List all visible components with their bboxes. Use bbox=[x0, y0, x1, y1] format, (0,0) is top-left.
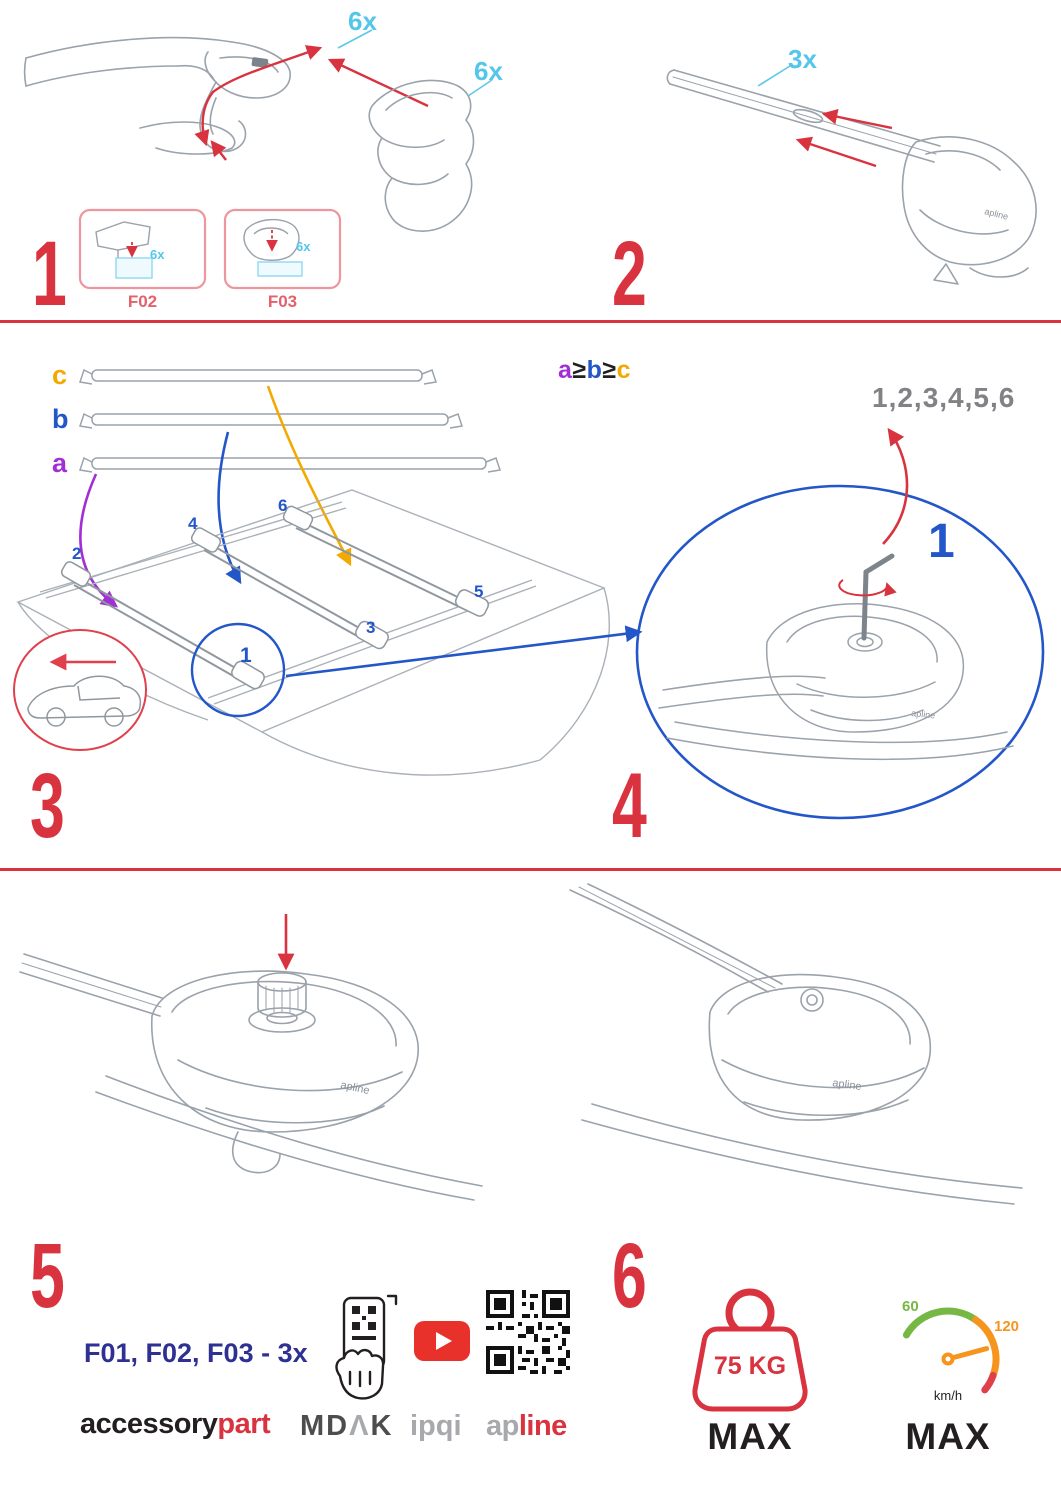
three-bars-drawing bbox=[79, 368, 501, 473]
logo-mdak-a: Λ bbox=[349, 1410, 371, 1442]
inset2-caption: F03 bbox=[267, 292, 298, 311]
speed-120-label: 120 bbox=[994, 1318, 1020, 1335]
bar-c-route-arrow bbox=[266, 385, 352, 567]
position-label-5: 5 bbox=[474, 582, 484, 601]
rule-b: b bbox=[586, 356, 603, 384]
bar-label-a: a bbox=[52, 448, 68, 478]
parts-note: F01, F02, F03 - 3x bbox=[84, 1338, 308, 1368]
logo-line-segment: line bbox=[518, 1410, 567, 1442]
logo-ipqi: ipqi bbox=[410, 1410, 462, 1442]
qty-leader-lines bbox=[337, 29, 493, 97]
step2-number: 2 bbox=[612, 223, 647, 325]
logo-ap-segment: ap bbox=[486, 1410, 519, 1442]
bar-size-rule: a≥b≥c bbox=[558, 356, 631, 385]
rule-gte1: ≥ bbox=[572, 356, 587, 384]
inset1-qty-label: 6x bbox=[150, 247, 165, 262]
section-divider-1 bbox=[0, 320, 1061, 323]
zoom-circle bbox=[635, 484, 1045, 820]
crossbars-on-roof bbox=[73, 520, 471, 682]
rule-c: c bbox=[616, 356, 632, 384]
rule-a: a bbox=[558, 356, 573, 384]
logo-mdak-k: K bbox=[370, 1410, 394, 1442]
endcap-qty-label: 6x bbox=[348, 6, 377, 36]
car-direction-inset-circle bbox=[13, 629, 147, 751]
roof-bar-end-drawing bbox=[23, 36, 291, 155]
speed-60-label: 60 bbox=[902, 1298, 919, 1315]
logo-part-segment: part bbox=[217, 1408, 271, 1440]
inset2-sketch bbox=[243, 219, 300, 261]
inset-boxes bbox=[78, 208, 342, 290]
part-brand-text: apline bbox=[339, 1079, 370, 1097]
logo-apline: apline bbox=[486, 1410, 567, 1443]
step6-mounted-foot-illustration: apline bbox=[569, 883, 1023, 1205]
part-brand-text: apline bbox=[984, 206, 1010, 222]
part-brand-text: apline bbox=[832, 1077, 863, 1093]
position-label-2: 2 bbox=[72, 544, 82, 563]
inset1-sketch bbox=[95, 221, 151, 260]
cover-piece-drawing bbox=[368, 79, 475, 232]
step1-red-arrows bbox=[194, 45, 429, 161]
phone-qr-scan-icon bbox=[335, 1294, 398, 1400]
step6-number: 6 bbox=[612, 1225, 647, 1327]
max-load-label: MAX bbox=[707, 1416, 793, 1457]
section-divider-2 bbox=[0, 868, 1061, 871]
position1-highlight-circle bbox=[190, 622, 286, 718]
step1-endcap-cover-illustration bbox=[23, 29, 493, 290]
step1-number: 1 bbox=[32, 223, 67, 325]
step3-roof-layout-illustration bbox=[13, 368, 643, 776]
max-speed-label: MAX bbox=[905, 1416, 991, 1457]
inset2-qty-label: 6x bbox=[296, 239, 311, 254]
bar-qty-label: 3x bbox=[788, 44, 817, 74]
inset2-part-highlight bbox=[257, 261, 303, 277]
position-label-6: 6 bbox=[278, 496, 288, 515]
bar-b-route-arrow bbox=[217, 431, 242, 585]
foot-zoom-drawing bbox=[658, 603, 1014, 761]
bar-label-b: b bbox=[52, 404, 69, 434]
logo-accessory-segment: accessory bbox=[80, 1408, 218, 1440]
step5-number: 5 bbox=[30, 1225, 65, 1327]
bar-label-c: c bbox=[52, 360, 68, 390]
position-label-1: 1 bbox=[240, 644, 252, 667]
logo-mdak-md: MD bbox=[300, 1410, 350, 1442]
bar-a-route-arrow bbox=[79, 473, 119, 608]
hex-key-icon bbox=[861, 553, 895, 641]
speed-unit-label: km/h bbox=[933, 1388, 963, 1403]
sequence-pointer-arrow bbox=[882, 427, 909, 545]
step4-callout-1: 1 bbox=[928, 515, 955, 568]
step5-knob-illustration: apline bbox=[19, 914, 483, 1201]
position-label-3: 3 bbox=[366, 618, 376, 637]
zoom-pointer-arrow bbox=[285, 625, 643, 678]
mounted-foot-drawing bbox=[569, 883, 1023, 1205]
position-label-4: 4 bbox=[188, 514, 198, 533]
cover-qty-label: 6x bbox=[474, 56, 503, 86]
part-brand-text: apline bbox=[911, 708, 936, 720]
step4-number: 4 bbox=[612, 755, 647, 857]
car-side-view bbox=[27, 675, 142, 727]
qty-leader-line bbox=[757, 65, 791, 87]
foot-with-knob-drawing bbox=[19, 953, 483, 1201]
qr-code bbox=[486, 1290, 570, 1374]
inset1-caption: F02 bbox=[127, 292, 158, 311]
rotate-arrow bbox=[838, 579, 897, 597]
step2-red-arrows bbox=[795, 109, 893, 168]
tighten-sequence-label: 1,2,3,4,5,6 bbox=[872, 382, 1016, 413]
logo-mdak: MDΛK bbox=[300, 1410, 393, 1443]
crossbar-drawing bbox=[666, 69, 1037, 285]
step2-bar-foot-illustration: apline bbox=[666, 65, 1037, 285]
max-load-weight-icon bbox=[692, 1288, 808, 1412]
step4-tightening-zoom-illustration: apline bbox=[635, 427, 1045, 820]
rule-gte2: ≥ bbox=[602, 356, 617, 384]
max-load-value: 75 KG bbox=[713, 1352, 787, 1380]
inset1-part-highlight bbox=[115, 257, 153, 279]
mounting-feet bbox=[60, 505, 490, 690]
logo-accessorypart: accessorypart bbox=[80, 1408, 271, 1441]
youtube-icon bbox=[414, 1321, 470, 1361]
step3-number: 3 bbox=[30, 755, 65, 857]
max-speed-gauge-icon bbox=[902, 1307, 1000, 1394]
